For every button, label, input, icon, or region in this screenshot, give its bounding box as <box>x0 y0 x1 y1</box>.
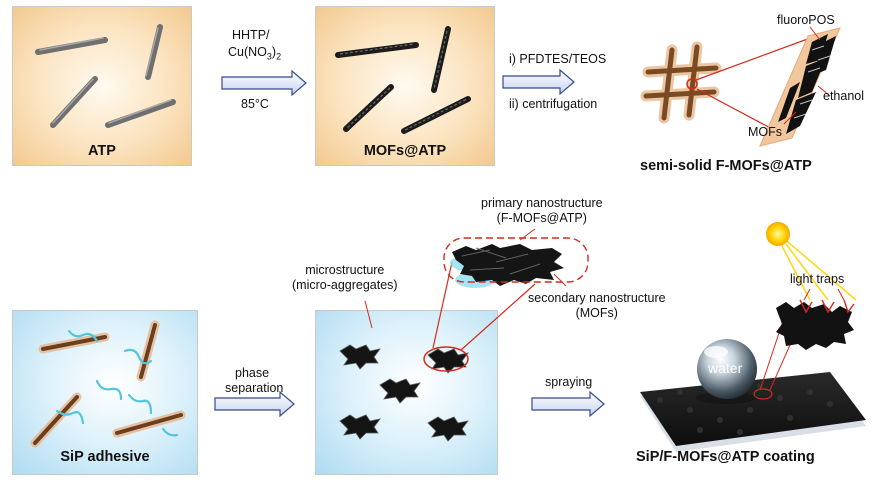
semi-solid-caption: semi-solid F-MOFs@ATP <box>640 158 812 174</box>
mofs-label: MOFs <box>748 125 783 139</box>
fluoropos-label: fluoroPOS <box>777 13 835 27</box>
micro-aggregates-panel <box>315 310 498 475</box>
step3-line1: phase <box>235 366 270 380</box>
step1-temperature: 85°C <box>241 97 269 111</box>
atp-caption: ATP <box>88 143 116 159</box>
sip-rods-illustration <box>30 320 186 448</box>
step2-line1: i) PFDTES/TEOS <box>509 52 607 66</box>
water-label: water <box>708 360 743 376</box>
micro-aggregates-illustration <box>339 344 469 442</box>
step2-line2: ii) centrifugation <box>509 97 598 111</box>
light-traps-label: light traps <box>790 272 845 286</box>
step3-line2: separation <box>225 381 284 395</box>
primary-nanostructure-label: primary nanostructure (F-MOFs@ATP) <box>481 196 603 225</box>
mofs-atp-panel <box>315 6 495 166</box>
mofs-atp-caption: MOFs@ATP <box>363 143 447 159</box>
ethanol-label: ethanol <box>823 89 865 103</box>
microstructure-label: microstructure (micro-aggregates) <box>292 263 398 292</box>
mofs-rods-illustration <box>335 26 471 134</box>
step1-reagent-line1: HHTP/ <box>232 28 270 42</box>
sun-icon <box>765 222 791 246</box>
step1-reagent-line2: Cu(NO3)2 <box>228 45 282 62</box>
sip-caption: SiP adhesive <box>60 449 150 465</box>
atp-panel <box>12 6 192 166</box>
step4-label: spraying <box>545 375 593 389</box>
sip-adhesive-panel <box>12 310 198 475</box>
secondary-nanostructure-label: secondary nanostructure (MOFs) <box>528 291 666 320</box>
coating-caption: SiP/F-MOFs@ATP coating <box>636 449 815 465</box>
atp-rods-illustration <box>35 24 176 128</box>
